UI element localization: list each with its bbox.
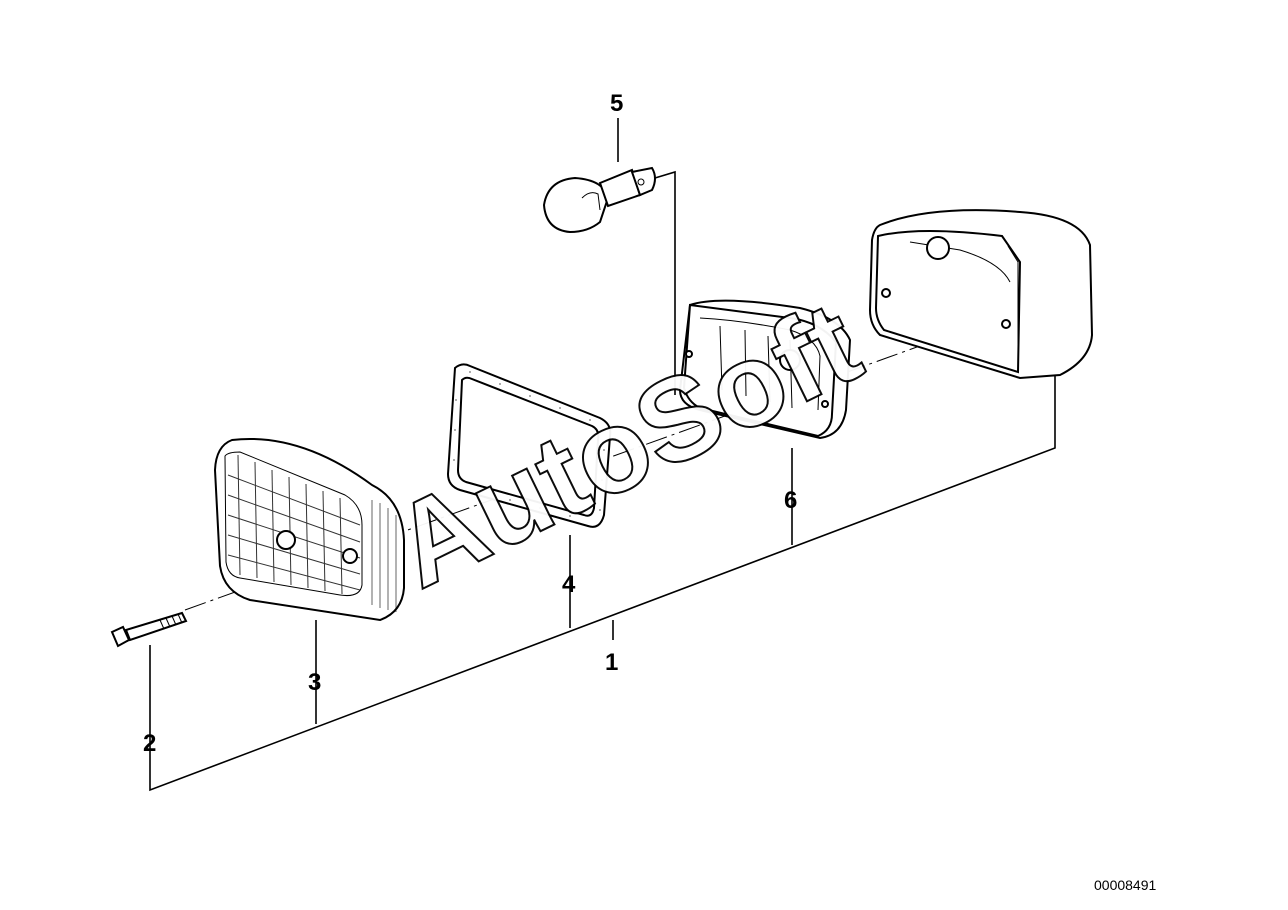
bulb-icon bbox=[542, 166, 656, 234]
callout-4: 4 bbox=[562, 571, 576, 598]
turn-signal-housing-icon bbox=[868, 209, 1094, 380]
callout-6: 6 bbox=[784, 487, 797, 514]
callout-2: 2 bbox=[143, 730, 156, 757]
lens-icon bbox=[213, 437, 405, 622]
callout-1: 1 bbox=[605, 649, 618, 676]
callout-3: 3 bbox=[308, 669, 321, 696]
document-number: 00008491 bbox=[1094, 877, 1157, 893]
gasket-icon bbox=[446, 363, 612, 528]
bulb-socket-icon bbox=[678, 299, 852, 440]
callout-5: 5 bbox=[610, 90, 623, 117]
callout-labels: 1 2 3 4 5 6 bbox=[143, 90, 797, 757]
screw-icon bbox=[110, 611, 188, 648]
